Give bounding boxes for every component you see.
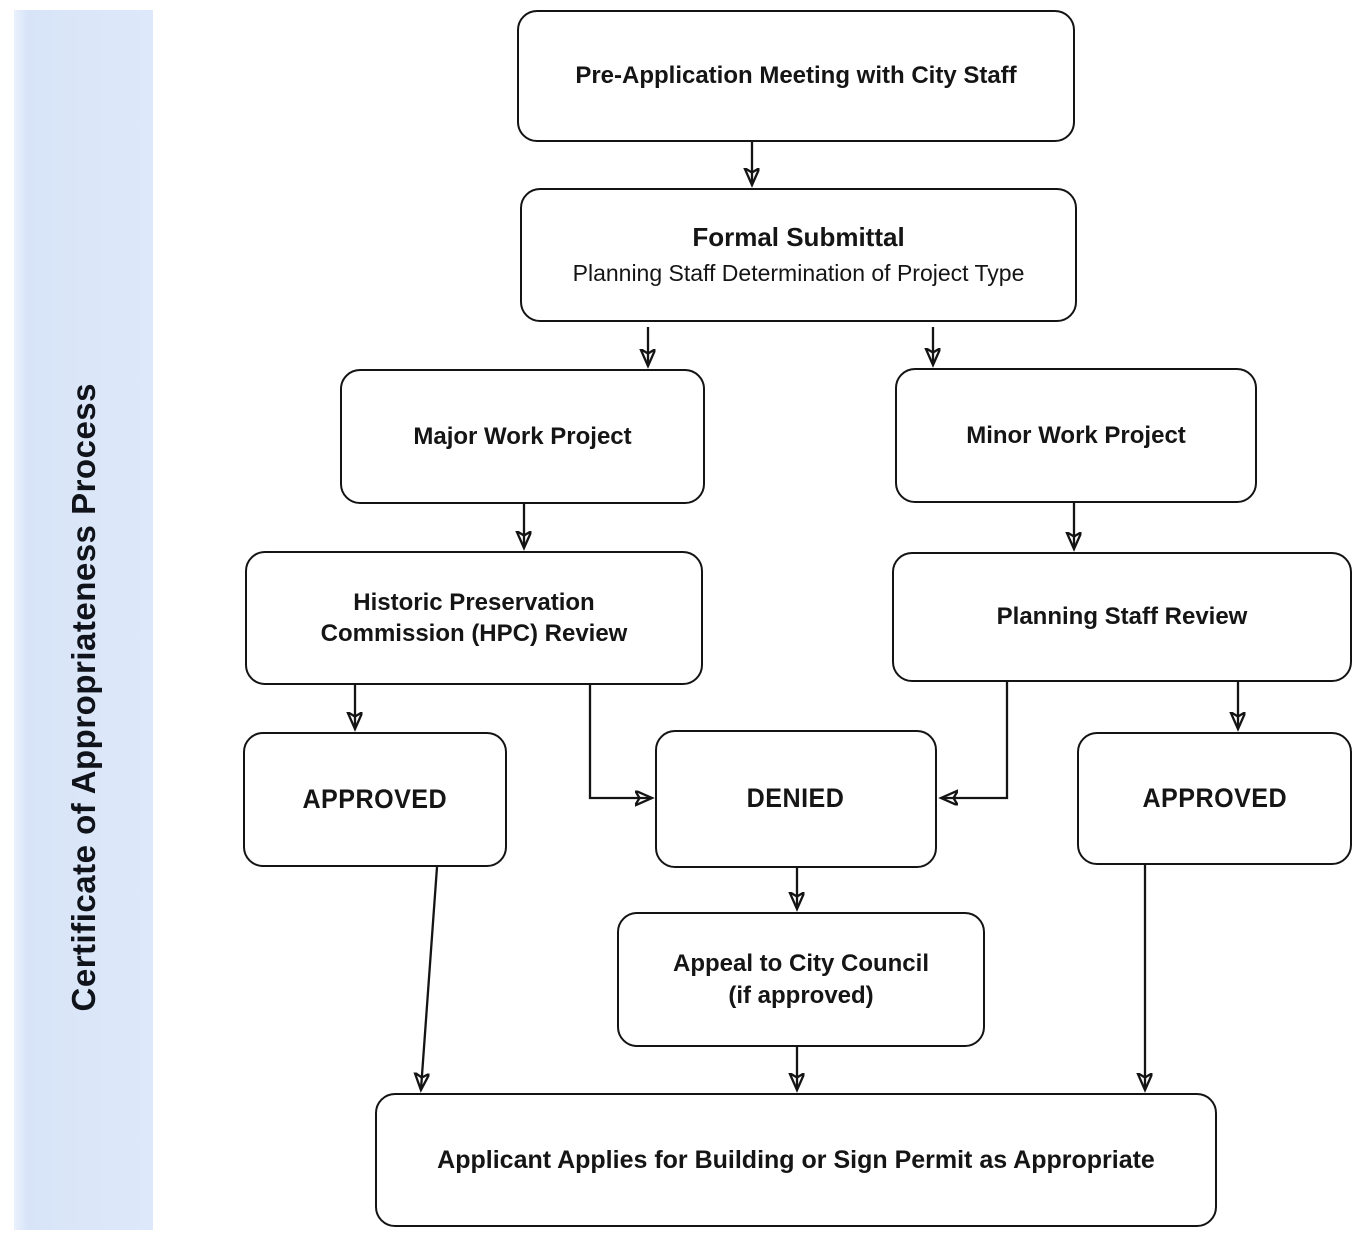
node-major-work-label: Major Work Project: [413, 422, 632, 450]
node-pre-application-meeting: Pre-Application Meeting with City Staff: [517, 10, 1075, 142]
node-applicant-permit: Applicant Applies for Building or Sign P…: [375, 1093, 1217, 1227]
sidebar-banner: Certificate of Appropriateness Process: [14, 10, 153, 1230]
node-minor-work-project: Minor Work Project: [895, 368, 1257, 503]
node-approved-right-label: APPROVED: [1142, 782, 1287, 813]
node-appeal-line1: Appeal to City Council: [672, 950, 929, 978]
node-major-work-project: Major Work Project: [340, 369, 705, 504]
node-formal-submittal: Formal Submittal Planning Staff Determin…: [520, 188, 1077, 322]
sidebar-title: Certificate of Appropriateness Process: [64, 383, 102, 1012]
node-hpc-review: Historic Preservation Commission (HPC) R…: [245, 551, 703, 685]
node-minor-work-label: Minor Work Project: [966, 421, 1186, 449]
arrow-approved-left-to-permit: [421, 866, 439, 1089]
node-planning-review-label: Planning Staff Review: [996, 603, 1248, 631]
node-formal-submittal-subtitle: Planning Staff Determination of Project …: [572, 259, 1025, 286]
node-approved-left-label: APPROVED: [302, 783, 448, 814]
arrow-hpc-to-denied: [588, 685, 651, 798]
node-planning-staff-review: Planning Staff Review: [892, 552, 1352, 682]
node-approved-left: APPROVED: [243, 732, 507, 867]
node-applicant-permit-label: Applicant Applies for Building or Sign P…: [437, 1145, 1155, 1174]
node-denied-label: DENIED: [747, 783, 845, 814]
node-formal-submittal-title: Formal Submittal: [692, 222, 905, 253]
arrow-planning-to-denied: [942, 682, 1009, 798]
node-appeal-city-council: Appeal to City Council (if approved): [617, 912, 985, 1047]
node-appeal-line2: (if approved): [728, 981, 874, 1009]
node-denied: DENIED: [655, 730, 937, 868]
node-pre-application-label: Pre-Application Meeting with City Staff: [575, 62, 1017, 90]
node-hpc-review-line1: Historic Preservation: [353, 588, 595, 616]
node-hpc-review-line2: Commission (HPC) Review: [320, 620, 628, 647]
node-approved-right: APPROVED: [1077, 732, 1352, 865]
